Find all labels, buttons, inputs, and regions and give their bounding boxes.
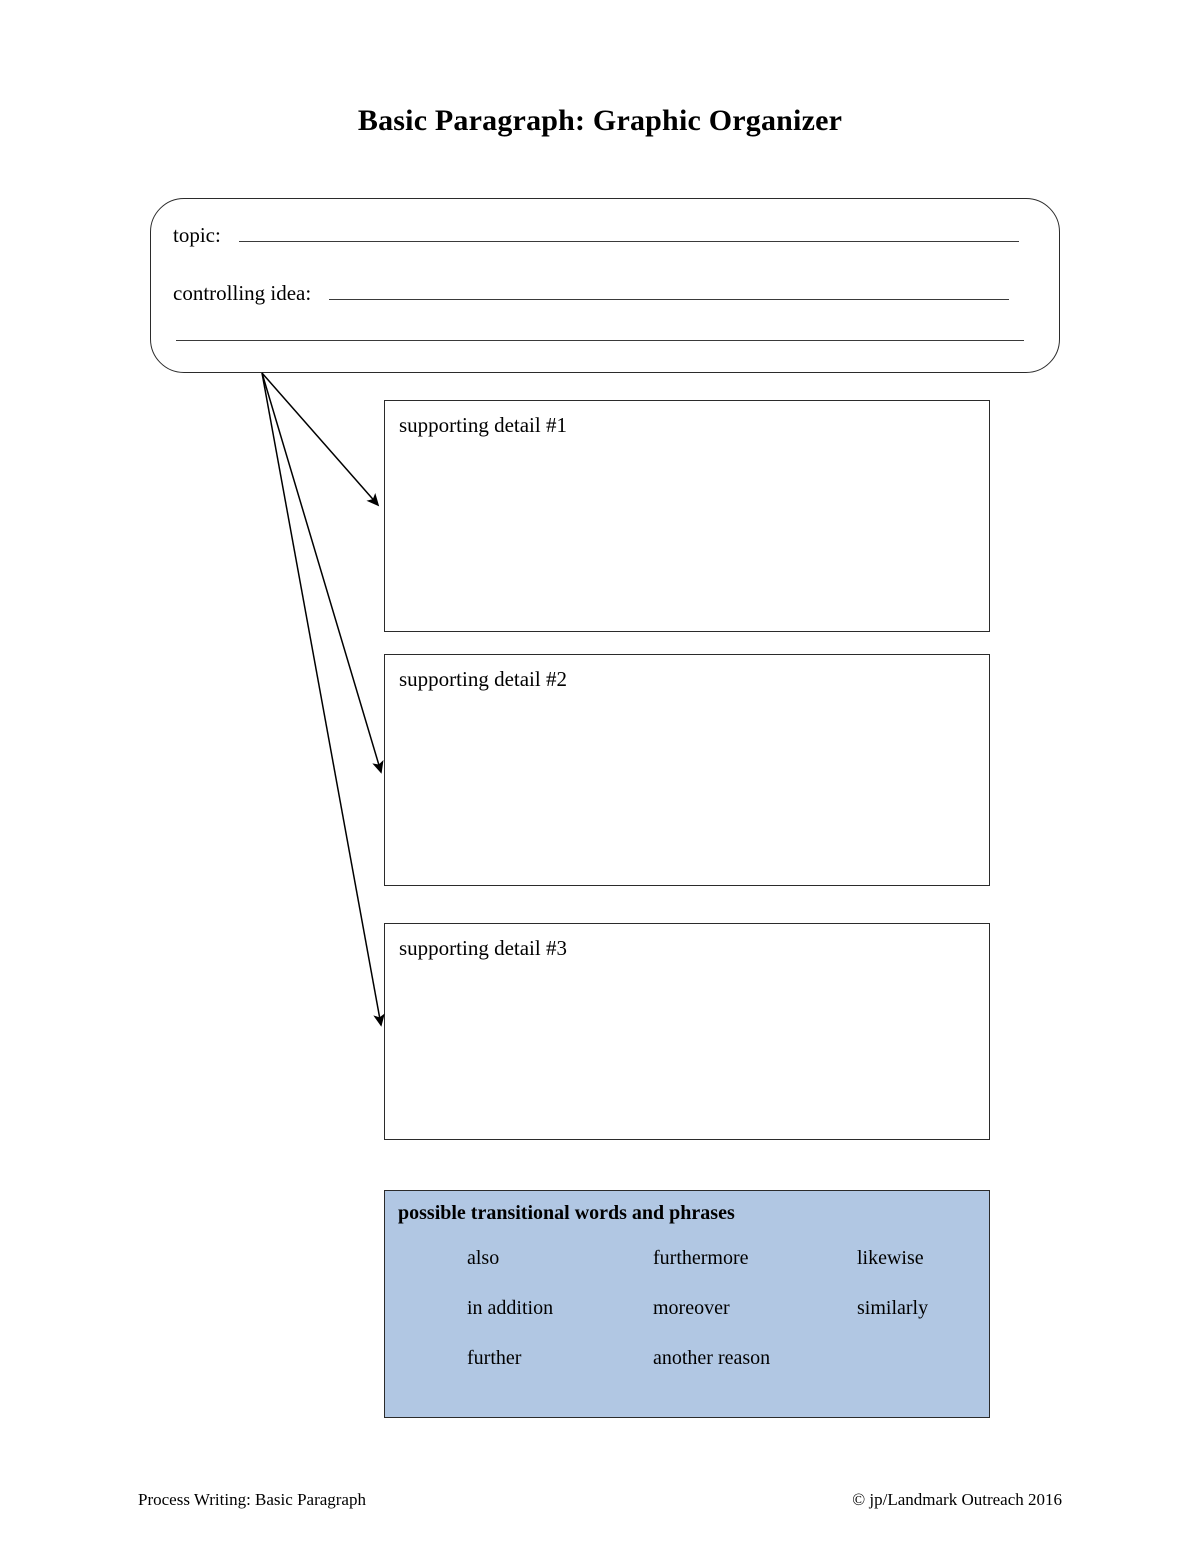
supporting-detail-box-1[interactable]: supporting detail #1 [384, 400, 990, 632]
footer-left-text: Process Writing: Basic Paragraph [138, 1490, 366, 1509]
transitional-word: also [467, 1247, 500, 1269]
footer-right-text: © jp/Landmark Outreach 2016 [852, 1490, 1062, 1509]
supporting-detail-box-3[interactable]: supporting detail #3 [384, 923, 990, 1140]
arrow-to-detail-2 [261, 372, 384, 774]
transitional-word: moreover [653, 1297, 730, 1319]
arrow-to-detail-1 [261, 372, 380, 507]
page-footer: Process Writing: Basic Paragraph © jp/La… [138, 1490, 1062, 1510]
supporting-detail-label-1: supporting detail #1 [399, 413, 567, 437]
controlling-idea-field-row-continued [176, 339, 1024, 341]
arrow-to-detail-3 [261, 372, 385, 1027]
transitional-words-row: further another reason [467, 1347, 977, 1397]
supporting-detail-label-3: supporting detail #3 [399, 936, 567, 960]
transitional-words-grid: also furthermore likewise in addition mo… [467, 1247, 977, 1397]
transitional-words-row: also furthermore likewise [467, 1247, 977, 1297]
transitional-word: furthermore [653, 1247, 749, 1269]
transitional-word: similarly [857, 1297, 929, 1319]
page-title: Basic Paragraph: Graphic Organizer [357, 104, 843, 137]
controlling-idea-write-in-line-2[interactable] [176, 339, 1024, 341]
controlling-idea-label: controlling idea: [173, 281, 312, 305]
thesis-statement-box: topic: controlling idea: [150, 198, 1060, 373]
topic-write-in-line[interactable] [238, 240, 1019, 242]
transitional-word: another reason [653, 1347, 771, 1369]
supporting-detail-box-2[interactable]: supporting detail #2 [384, 654, 990, 886]
transitional-word: in addition [467, 1297, 554, 1319]
controlling-idea-write-in-line[interactable] [329, 298, 1010, 300]
transitional-word: further [467, 1347, 522, 1369]
supporting-detail-label-2: supporting detail #2 [399, 667, 567, 691]
transitional-words-row: in addition moreover similarly [467, 1297, 977, 1347]
transitional-words-title: possible transitional words and phrases [398, 1202, 735, 1224]
controlling-idea-field-row: controlling idea: [173, 281, 1010, 306]
topic-field-row: topic: [173, 223, 1019, 248]
transitional-words-panel: possible transitional words and phrases … [384, 1190, 990, 1418]
topic-label: topic: [173, 223, 221, 247]
transitional-word: likewise [857, 1247, 924, 1269]
